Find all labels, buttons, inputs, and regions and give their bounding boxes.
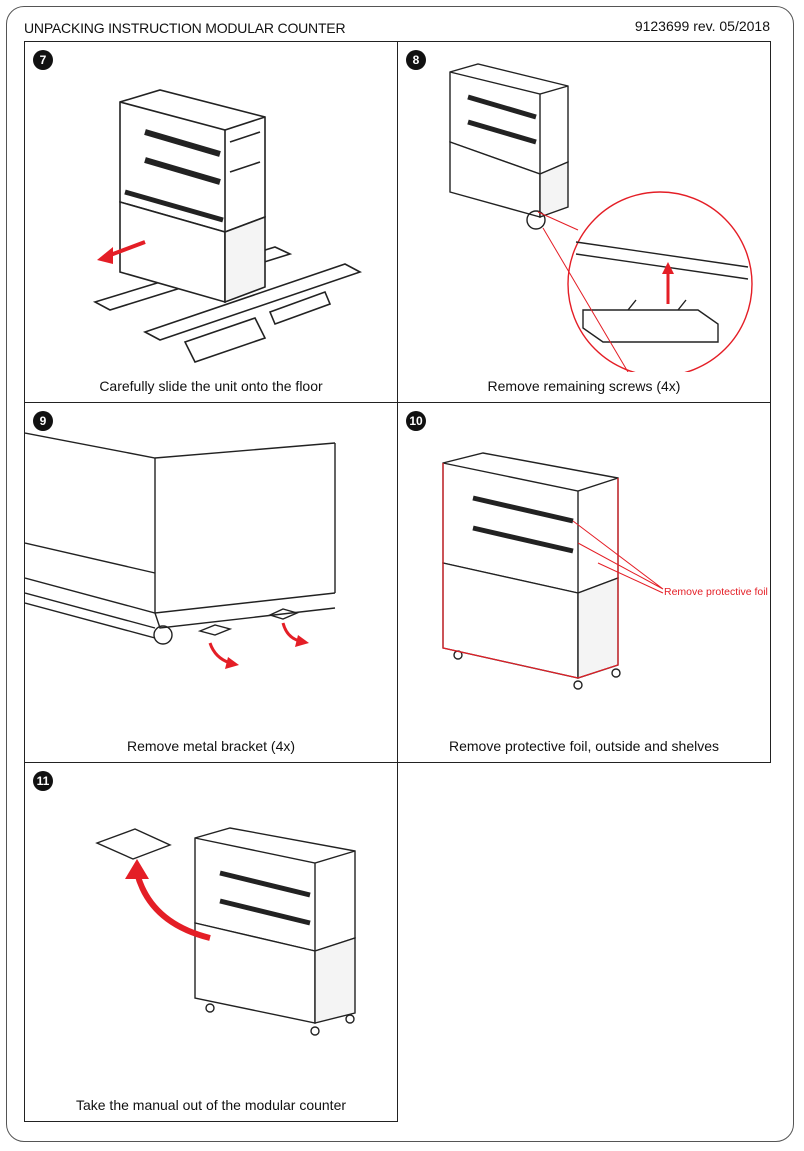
- page-border: [6, 6, 794, 1142]
- step-10-badge: 10: [406, 411, 426, 431]
- step-9-caption: Remove metal bracket (4x): [126, 738, 296, 754]
- step-9-panel: 9 Remove metal bracket (4x): [24, 402, 398, 763]
- step-11-illustration: [95, 827, 356, 1036]
- step-10-callout: Remove protective foil: [664, 586, 768, 598]
- step-7-badge: 7: [33, 50, 53, 70]
- step-10-illustration: [442, 452, 664, 690]
- step-11-caption: Take the manual out of the modular count…: [75, 1097, 347, 1113]
- step-11-panel: 11 Take the manual out of the modular co…: [24, 762, 398, 1122]
- document-reference: 9123699 rev. 05/2018: [634, 18, 770, 34]
- step-7-panel: 7 Carefully slide the unit onto the floo…: [24, 41, 398, 403]
- step-11-badge: 11: [33, 771, 53, 791]
- step-10-caption: Remove protective foil, outside and shel…: [448, 738, 720, 754]
- step-9-badge: 9: [33, 411, 53, 431]
- step-9-illustration: [25, 432, 336, 669]
- instruction-grid: 7 Carefully slide the unit onto the floo…: [24, 41, 771, 1122]
- step-7-caption: Carefully slide the unit onto the floor: [99, 378, 323, 394]
- step-8-badge: 8: [406, 50, 426, 70]
- step-8-illustration: [449, 63, 753, 372]
- step-7-illustration: [92, 89, 363, 363]
- step-8-panel: 8 Remove remaining screws (4x): [397, 41, 771, 403]
- step-8-caption: Remove remaining screws (4x): [487, 378, 681, 394]
- document-title: UNPACKING INSTRUCTION MODULAR COUNTER: [24, 20, 346, 36]
- step-10-panel: Remove protective foil 10 Remove protect…: [397, 402, 771, 763]
